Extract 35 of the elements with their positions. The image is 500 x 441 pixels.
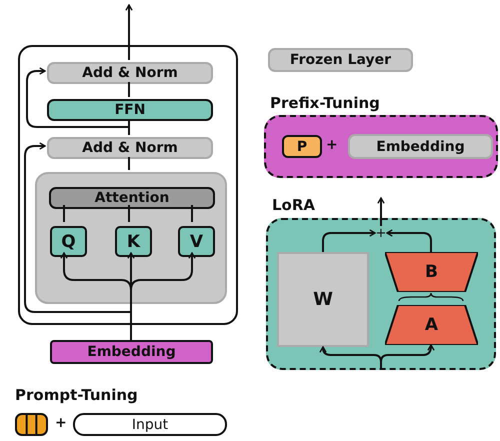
arrow (377, 197, 385, 226)
prefix-token-box: P (282, 135, 322, 158)
layer-box: Add & Norm (47, 62, 213, 84)
arrow (386, 229, 432, 252)
plus-sign: + (55, 415, 67, 431)
weight-matrix-box: W (277, 252, 369, 347)
section-heading: Prefix-Tuning (270, 94, 380, 113)
projection-box: V (178, 226, 215, 257)
connector-line (128, 205, 130, 222)
layer-box: Embedding (348, 134, 493, 159)
layer-box: Add & Norm (47, 137, 213, 159)
arrow (125, 4, 133, 60)
sum-sign: + (375, 226, 387, 240)
transformer-block (18, 45, 238, 325)
prompt-token-block (15, 413, 48, 436)
arrow (380, 344, 435, 370)
connector-line (63, 205, 65, 222)
attention-group-panel (35, 172, 227, 304)
trapezoid-matrix: B (385, 252, 478, 292)
arrow (26, 67, 130, 135)
plus-sign: + (326, 137, 338, 153)
projection-box: K (115, 226, 152, 257)
projection-box: Q (50, 226, 87, 257)
layer-box: FFN (47, 99, 213, 121)
input-box: Input (73, 413, 227, 436)
legend-box: Frozen Layer (268, 48, 413, 72)
section-heading: LoRA (272, 196, 316, 215)
section-heading: Prompt-Tuning (15, 386, 138, 404)
layer-box: Attention (49, 187, 215, 209)
arrow (322, 229, 376, 252)
connector-line (191, 205, 193, 222)
layer-box: Embedding (50, 340, 213, 364)
connector-line (128, 82, 130, 97)
trapezoid-matrix: A (385, 305, 478, 345)
connector-line (128, 157, 130, 170)
